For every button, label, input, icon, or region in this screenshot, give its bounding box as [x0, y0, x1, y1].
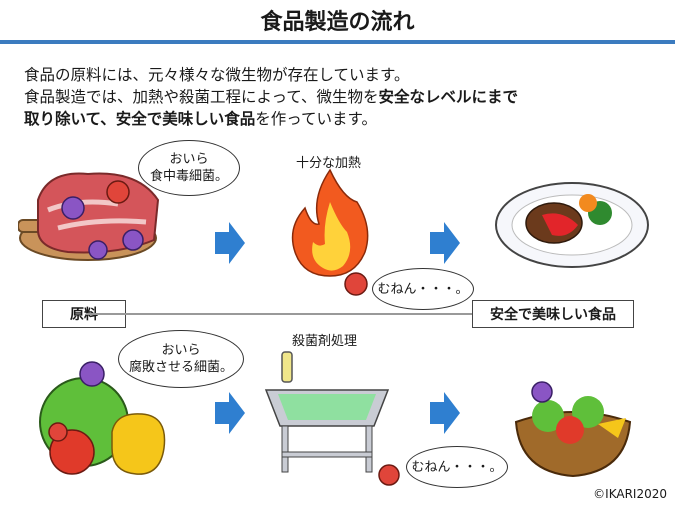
- flow-arrow-icon: [430, 222, 460, 264]
- mumble-bubble-bottom: むねん・・・。: [406, 446, 508, 488]
- flow-arrow-icon: [430, 392, 460, 434]
- flow-arrow-icon: [215, 222, 245, 264]
- flame-icon: [291, 168, 369, 277]
- intro-emphasis-1: 安全なレベルにまで: [378, 88, 519, 106]
- flow-line: [86, 313, 480, 315]
- copyright: ©IKARI2020: [593, 487, 667, 501]
- intro-text: 食品の原料には、元々様々な微生物が存在しています。 食品製造では、加熱や殺菌工程…: [24, 64, 664, 130]
- mumble-bubble-top: むねん・・・。: [372, 268, 474, 310]
- salad-bowl-illustration: [514, 381, 632, 478]
- spoilage-bubble: おいら腐敗させる細菌。: [118, 330, 244, 388]
- page-title: 食品製造の流れ: [260, 10, 415, 35]
- defeated-bacteria-icon: [378, 464, 400, 486]
- vegetables-illustration: [39, 361, 166, 475]
- food-poisoning-bubble: おいら食中毒細菌。: [138, 140, 240, 196]
- sink-illustration: [264, 351, 390, 473]
- intro-line-3: 取り除いて、安全で美味しい食品を作っています。: [24, 110, 377, 128]
- sanitizer-label: 殺菌剤処理: [292, 334, 358, 349]
- flow-arrow-icon: [215, 392, 245, 434]
- hamburg-steak-plate-illustration: [495, 182, 649, 268]
- title-underline: [0, 40, 675, 44]
- intro-emphasis-2: 取り除いて、安全で美味しい食品: [24, 110, 256, 128]
- intro-line-1: 食品の原料には、元々様々な微生物が存在しています。: [24, 66, 410, 84]
- heating-label: 十分な加熱: [296, 156, 362, 171]
- raw-meat-illustration: [18, 172, 160, 261]
- safe-food-box: 安全で美味しい食品: [472, 300, 634, 328]
- defeated-bacteria-icon: [344, 272, 368, 296]
- intro-line-2: 食品製造では、加熱や殺菌工程によって、微生物を安全なレベルにまで: [24, 88, 519, 106]
